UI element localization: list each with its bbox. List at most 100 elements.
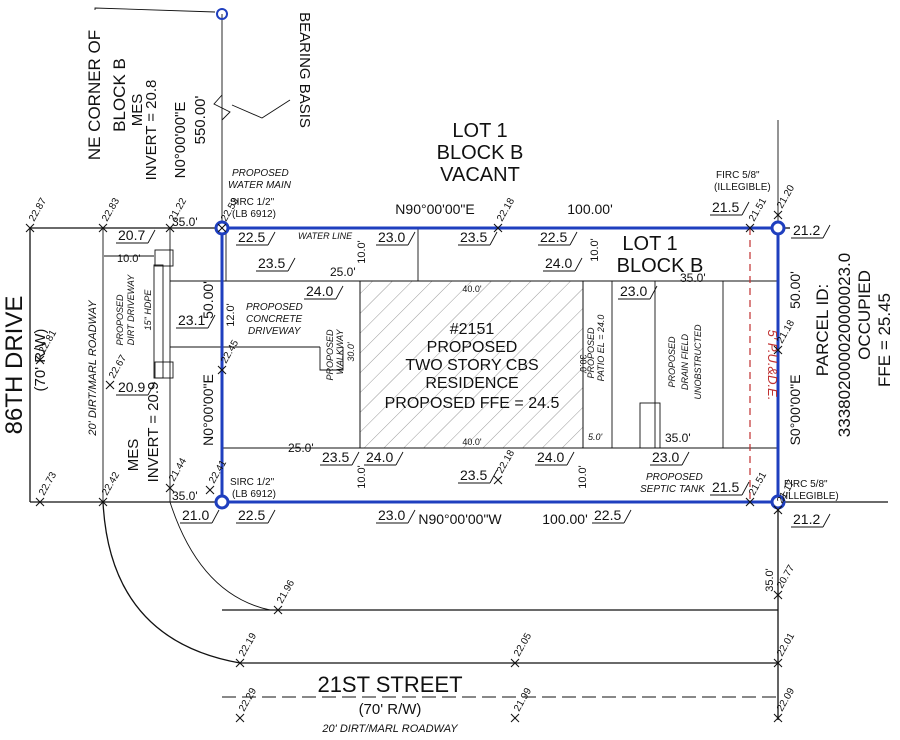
dim-setback-rear-bottom: 35.0': [665, 431, 691, 445]
road-curve-inner: [169, 501, 271, 611]
dirt-driveway-l1: PROPOSED: [115, 294, 125, 346]
walkway-outline: [319, 347, 344, 371]
walkway-l2: WALKWAY: [335, 328, 345, 374]
ne-corner-distance: 550.00': [192, 95, 209, 144]
spot-mark: [235, 713, 245, 723]
elevation-label: 23.0: [378, 229, 405, 245]
driveway-l3: DRIVEWAY: [248, 326, 302, 337]
elevation-label: 24.0: [366, 449, 393, 465]
spot-mark: [35, 497, 45, 507]
parcel-status: OCCUPIED: [855, 270, 874, 360]
spot-mark: [235, 658, 245, 668]
elevation-label: 21.5: [712, 199, 739, 215]
elevation-label: 21.5: [712, 479, 739, 495]
residence-dim-side: 30.0': [578, 354, 588, 374]
elevation-label: 24.0: [306, 283, 333, 299]
water-main-l1: PROPOSED: [232, 168, 289, 179]
elevation-leader: [569, 231, 578, 246]
spot-mark: [165, 223, 175, 233]
spot-mark: [25, 223, 35, 233]
road-86th-name: 86TH DRIVE: [1, 296, 28, 435]
parcel-id-label: PARCEL ID:: [813, 284, 832, 377]
south-bearing: N90°00'00"W: [418, 511, 502, 527]
septic-tank: [639, 402, 661, 449]
dim-side-bottom: 10.0': [356, 465, 368, 489]
parcel-id: 333802000020000023.0: [835, 253, 854, 437]
spot-elevation: 21.99: [510, 686, 534, 723]
elevation-leader: [681, 451, 690, 466]
elevation-label: 23.0: [652, 449, 679, 465]
elevation-leader: [623, 509, 632, 524]
dim-setback-rear-top: 35.0': [680, 271, 706, 285]
spot-elevation-value: 22.18: [495, 196, 517, 224]
inner-block-label: BLOCK B: [617, 255, 704, 277]
monument-se-l1: FIRC 5/8": [784, 479, 828, 490]
dirt-driveway-l2: DIRT DRIVEWAY: [126, 274, 136, 346]
drain-field-outline: [654, 280, 724, 449]
break-symbol: [213, 94, 231, 121]
elevation-label: 24.0: [537, 449, 564, 465]
elevation-label: 22.5: [540, 229, 567, 245]
dim-drive-width: 12.0': [225, 303, 237, 327]
elevation-leader: [147, 229, 156, 244]
east-distance: 50.00': [787, 271, 803, 309]
spot-mark: [745, 497, 755, 507]
patio-width: 5.0': [588, 432, 603, 442]
bearing-basis-leader: [231, 99, 291, 119]
road-21st-surface: 20' DIRT/MARL ROADWAY: [321, 723, 458, 735]
spot-elevation: 22.29: [235, 686, 259, 723]
patio-l2: PATIO EL = 24.0: [596, 315, 606, 382]
drain-field-l3: UNOBSTRUCTED: [693, 324, 703, 400]
monument-se: [770, 494, 786, 510]
elevation-label: 21.0: [182, 507, 209, 523]
elevation-leader: [649, 285, 658, 300]
spot-elevation-value: 21.96: [275, 578, 297, 606]
elevation-leader: [211, 509, 220, 524]
ne-corner-line1: NE CORNER OF: [85, 30, 104, 160]
elevation-leader: [287, 257, 296, 272]
monument-sw: [214, 494, 230, 510]
spot-mark: [493, 475, 503, 485]
elevation-leader: [147, 381, 156, 396]
elevation-leader: [335, 285, 344, 300]
monument-ne-l2: (ILLEGIBLE): [714, 182, 771, 193]
easement-label: 5' P.U.&D.E.: [765, 330, 780, 401]
residence-dim-top: 40.0': [462, 284, 482, 294]
dim-street-offset: 35.0': [764, 568, 776, 592]
spot-mark: [773, 658, 783, 668]
septic-l1: PROPOSED: [646, 472, 703, 483]
walkway-dim: 30.0': [346, 342, 356, 362]
septic-l2: SEPTIC TANK: [640, 484, 706, 495]
road-linework: [29, 7, 888, 720]
elevation-label: 22.5: [238, 507, 265, 523]
residence-ffe: PROPOSED FFE = 24.5: [385, 395, 560, 412]
mes-bottom-invert: INVERT = 20.9: [145, 382, 162, 483]
lot-boundary: [220, 226, 780, 504]
spot-elevation-value: 22.19: [237, 631, 259, 659]
spot-mark: [773, 210, 783, 220]
elevation-leader: [822, 224, 831, 239]
spot-elevation-value: 22.73: [37, 470, 59, 498]
dim-setback-front: 25.0': [330, 265, 356, 279]
elevation-label: 24.0: [545, 255, 572, 271]
spot-elevation: 22.19: [235, 631, 259, 668]
spot-mark: [98, 497, 108, 507]
dim-corner-nw: 35.0': [172, 215, 198, 229]
residence-labels: #2151 PROPOSED TWO STORY CBS RESIDENCE P…: [385, 284, 588, 447]
spot-mark: [773, 345, 783, 355]
residence-line3: RESIDENCE: [425, 375, 518, 392]
elevation-leader: [267, 509, 276, 524]
monument-ne: [770, 220, 786, 236]
west-bearing-top: 50.00': [200, 281, 216, 319]
elevation-leader: [207, 314, 216, 329]
elevation-leader: [741, 481, 750, 496]
spot-mark: [217, 365, 227, 375]
drain-field-l1: PROPOSED: [667, 336, 677, 388]
monument-sw-l2: (LB 6912): [232, 489, 276, 500]
spot-elevation: 22.18: [493, 448, 517, 485]
elevation-leader: [489, 469, 498, 484]
spot-elevation-value: 21.99: [512, 686, 534, 714]
walkway-l1: PROPOSED: [325, 329, 335, 381]
mes-top-invert: INVERT = 20.8: [143, 80, 160, 181]
parcel-ffe: FFE = 25.45: [875, 293, 894, 387]
